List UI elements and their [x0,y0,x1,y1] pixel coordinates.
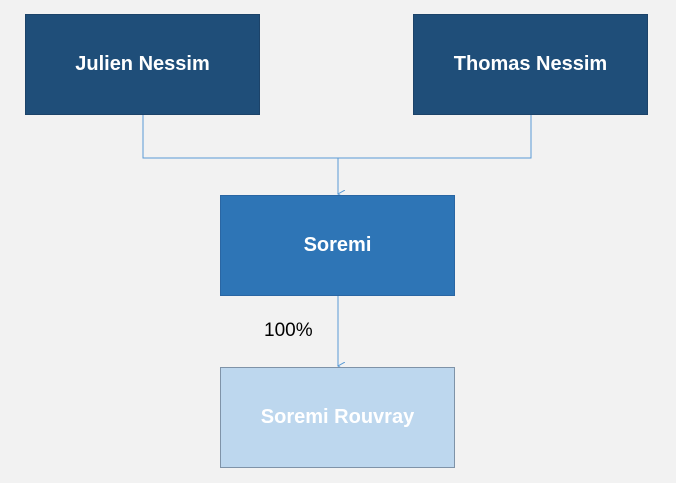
node-thomas-nessim[interactable]: Thomas Nessim [413,14,648,115]
node-label: Soremi Rouvray [260,406,415,428]
node-soremi[interactable]: Soremi [220,195,455,296]
connector-julien-to-soremi [142,115,338,159]
node-label: Soremi [303,234,372,256]
node-soremi-rouvray[interactable]: Soremi Rouvray [220,367,455,468]
connector-thomas-to-soremi [338,115,532,159]
node-label: Julien Nessim [75,53,210,75]
ownership-percentage-label: 100% [264,320,313,341]
node-label: Thomas Nessim [453,53,608,75]
node-julien-nessim[interactable]: Julien Nessim [25,14,260,115]
